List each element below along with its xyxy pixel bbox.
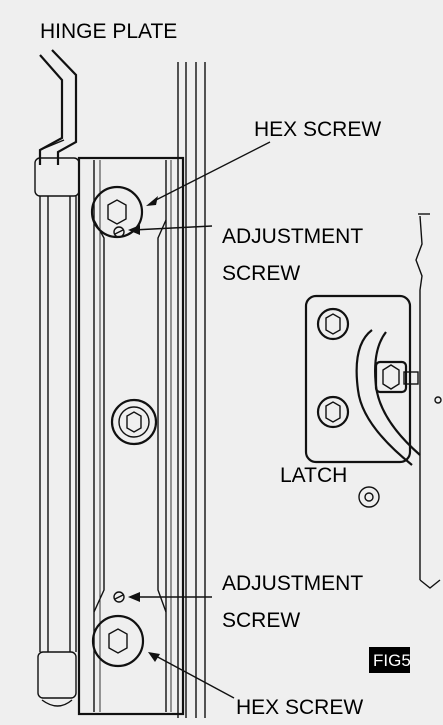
leader-lines bbox=[128, 141, 271, 699]
figure-badge: FIG5 bbox=[369, 647, 411, 673]
hinge-plate-label: HINGE PLATE bbox=[40, 20, 177, 43]
adjustment-screw-top-label-line2: SCREW bbox=[222, 262, 300, 285]
hinge-plate-body bbox=[77, 156, 185, 716]
door-edge bbox=[415, 213, 442, 589]
adjustment-screw-bottom-label-line1: ADJUSTMENT bbox=[222, 572, 363, 595]
figure-badge-label: FIG5 bbox=[373, 651, 411, 670]
adjustment-screw-top bbox=[113, 226, 125, 238]
hinge-pin bbox=[34, 157, 80, 707]
hex-screw-bottom bbox=[91, 614, 145, 668]
adjustment-screw-top-label-line1: ADJUSTMENT bbox=[222, 225, 363, 248]
hex-screw-bottom-label: HEX SCREW bbox=[236, 696, 363, 719]
hinge-plate-bracket bbox=[38, 49, 78, 165]
latch-label: LATCH bbox=[280, 464, 347, 487]
hex-screw-top-label: HEX SCREW bbox=[254, 118, 381, 141]
hex-screw-middle bbox=[110, 398, 158, 446]
latch-assembly bbox=[304, 294, 421, 508]
adjustment-screw-bottom bbox=[113, 591, 125, 603]
adjustment-screw-bottom-label-line2: SCREW bbox=[222, 609, 300, 632]
door-frame-rails bbox=[177, 62, 206, 718]
